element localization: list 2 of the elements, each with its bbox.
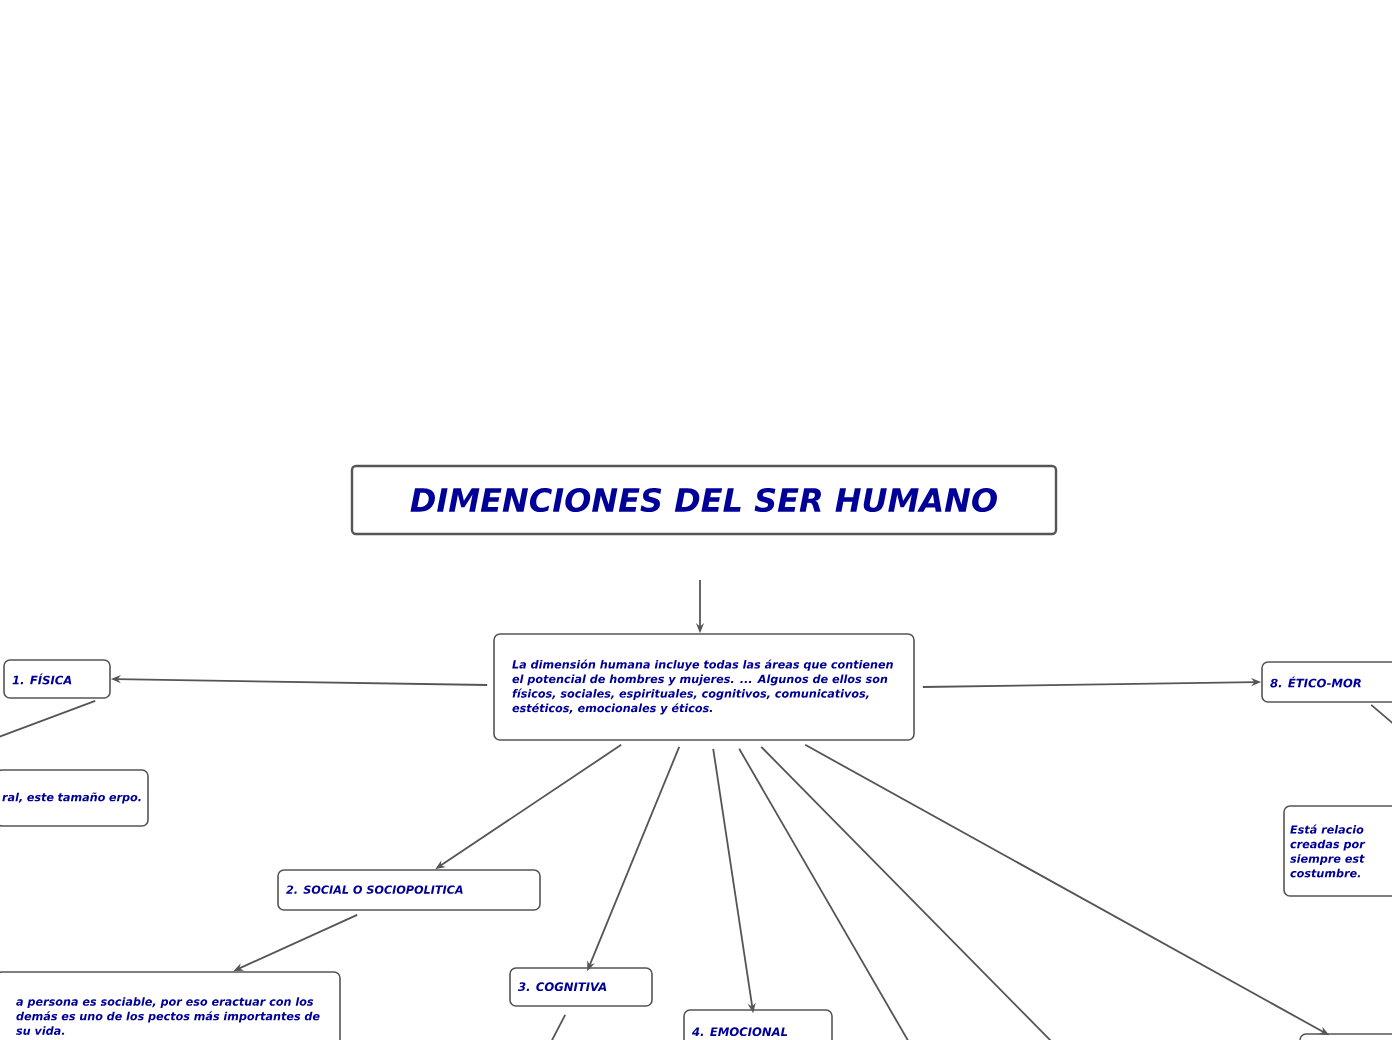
title-box: DIMENCIONES DEL SER HUMANO [350, 464, 1058, 536]
topic-box [1299, 1033, 1392, 1040]
